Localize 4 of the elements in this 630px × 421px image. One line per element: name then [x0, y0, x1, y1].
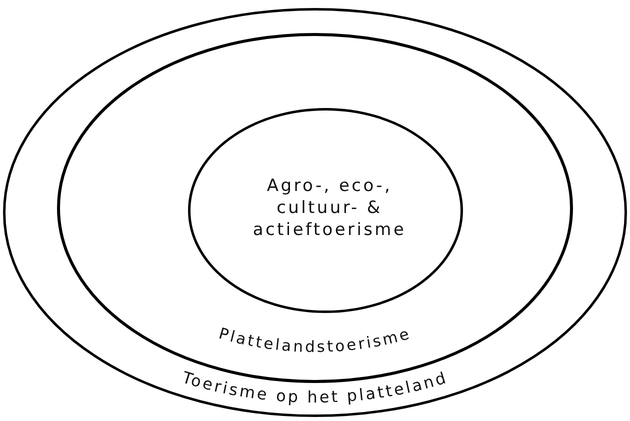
region-label: Plattelandstoerisme: [216, 324, 414, 356]
region-ellipse: [3, 8, 627, 417]
region-label: Agro-, eco-, cultuur- & actieftoerisme: [252, 174, 408, 241]
region-ellipse: [188, 108, 463, 313]
